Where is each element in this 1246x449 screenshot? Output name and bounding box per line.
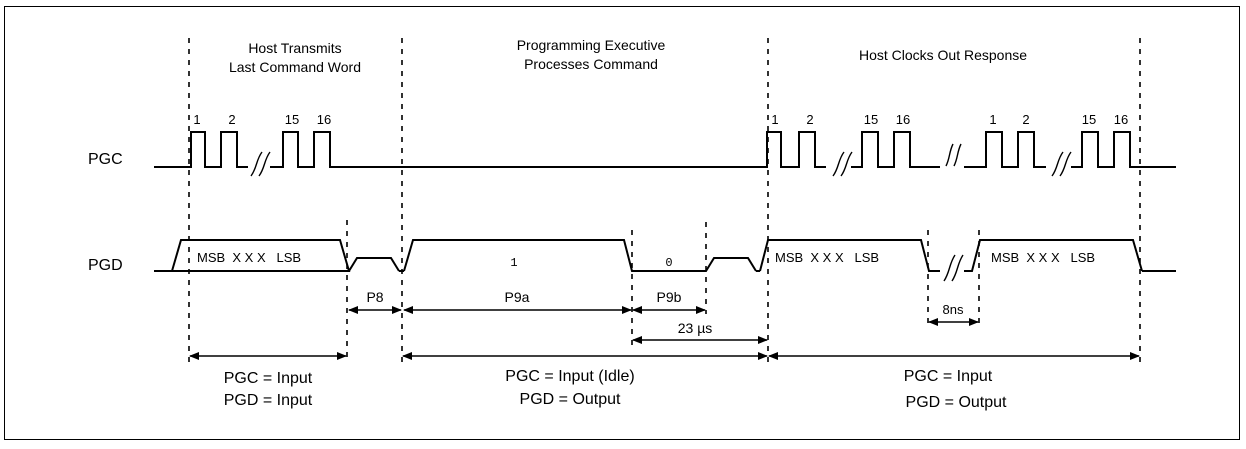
header-executive-line2: Processes Command bbox=[524, 56, 658, 72]
pulse-label-2a: 2 bbox=[228, 112, 235, 127]
pgd-data-word-2-shape bbox=[759, 239, 940, 272]
header-host-transmits-line1: Host Transmits bbox=[248, 40, 341, 56]
pulse-label-15b: 15 bbox=[864, 112, 878, 127]
pgd-executive-low-bit: 0 bbox=[665, 256, 672, 270]
pgc-break-mark-4 bbox=[1051, 151, 1072, 177]
pgd-word-2-bits: MSB X X X LSB bbox=[775, 250, 879, 265]
pgc-break-mark-1 bbox=[250, 151, 271, 177]
pgc-waveform bbox=[154, 131, 1176, 168]
pgd-word-3-bits: MSB X X X LSB bbox=[991, 250, 1095, 265]
pulse-label-1b: 1 bbox=[771, 112, 778, 127]
pulse-label-2b: 2 bbox=[806, 112, 813, 127]
pgd-data-word-1-shape bbox=[170, 239, 351, 272]
timing-label-8ns: 8ns bbox=[943, 302, 964, 317]
pulse-label-16c: 16 bbox=[1114, 112, 1128, 127]
pgc-break-mark-3 bbox=[945, 143, 962, 167]
pgd-host-release-shape bbox=[348, 257, 400, 272]
signal-label-pgd: PGD bbox=[88, 257, 123, 274]
pgd-data-word-3-shape bbox=[964, 239, 1143, 272]
phase-2-pgd-mode: PGD = Output bbox=[520, 391, 621, 408]
signal-label-pgc: PGC bbox=[88, 151, 123, 168]
pgd-break-mark bbox=[943, 254, 964, 282]
header-host-clocks-out: Host Clocks Out Response bbox=[859, 47, 1027, 63]
phase-3-pgc-mode: PGC = Input bbox=[904, 368, 993, 385]
header-host-transmits-line2: Last Command Word bbox=[229, 59, 361, 75]
header-executive-line1: Programming Executive bbox=[517, 37, 666, 53]
pgc-trace-segment-2 bbox=[851, 131, 1046, 168]
pgc-break-mark-2 bbox=[832, 151, 853, 177]
pgd-waveform bbox=[154, 239, 1176, 272]
pgd-word-1-bits: MSB X X X LSB bbox=[197, 250, 301, 265]
timing-label-p8: P8 bbox=[366, 289, 383, 305]
pulse-label-2c: 2 bbox=[1022, 112, 1029, 127]
timing-label-p9b: P9b bbox=[657, 289, 682, 305]
phase-2-pgc-mode: PGC = Input (Idle) bbox=[505, 368, 634, 385]
pgc-trace-segment-1 bbox=[154, 131, 826, 168]
pulse-label-1a: 1 bbox=[193, 112, 200, 127]
phase-3-pgd-mode: PGD = Output bbox=[906, 394, 1007, 411]
phase-1-pgd-mode: PGD = Input bbox=[224, 392, 313, 409]
pgc-trace-segment-3 bbox=[1071, 131, 1176, 168]
pgd-executive-shape bbox=[403, 239, 757, 272]
timing-label-23us: 23 µs bbox=[678, 320, 713, 336]
pulse-label-16a: 16 bbox=[317, 112, 331, 127]
pulse-label-15c: 15 bbox=[1082, 112, 1096, 127]
diagram-frame bbox=[4, 6, 1240, 440]
pgd-executive-high-bit: 1 bbox=[510, 256, 517, 270]
pulse-label-16b: 16 bbox=[896, 112, 910, 127]
timing-label-p9a: P9a bbox=[505, 289, 530, 305]
pulse-label-1c: 1 bbox=[989, 112, 996, 127]
phase-1-pgc-mode: PGC = Input bbox=[224, 370, 313, 387]
pulse-label-15a: 15 bbox=[285, 112, 299, 127]
